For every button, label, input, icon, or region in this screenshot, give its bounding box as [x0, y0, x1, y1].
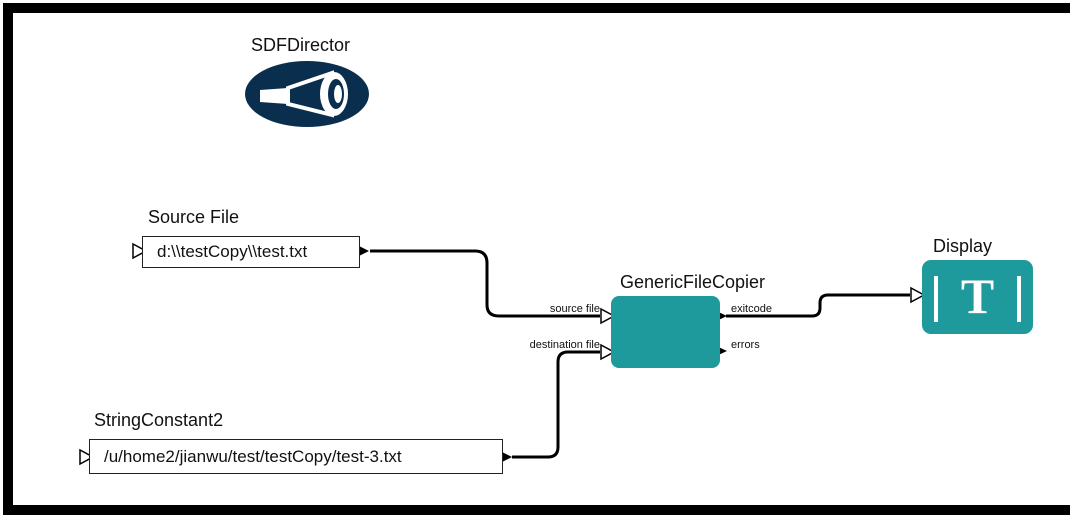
string-constant-trigger-port[interactable] [79, 448, 95, 466]
wire-source-to-copier[interactable] [370, 249, 600, 318]
source-file-trigger-port[interactable] [132, 242, 148, 260]
generic-file-copier-actor[interactable] [611, 296, 720, 368]
text-display-icon[interactable]: T [922, 260, 1033, 334]
port-label-destination-file: destination file [529, 339, 600, 351]
port-label-source-file: source file [549, 303, 600, 315]
source-file-value: d:\\testCopy\\test.txt [157, 242, 308, 261]
source-file-input-port[interactable] [600, 307, 616, 325]
wire-constant-to-copier[interactable] [512, 350, 600, 459]
destination-file-input-port[interactable] [600, 343, 616, 361]
megaphone-icon[interactable] [244, 60, 370, 128]
director-title: SDFDirector [251, 35, 351, 55]
wire-exitcode-to-display[interactable] [726, 293, 910, 318]
display-title: Display [933, 236, 993, 256]
display-left-bar [934, 276, 938, 322]
port-label-errors: errors [731, 339, 760, 351]
string-constant-title: StringConstant2 [94, 410, 224, 430]
string-constant-value-box[interactable]: /u/home2/jianwu/test/testCopy/test-3.txt [89, 439, 503, 474]
display-right-bar [1017, 276, 1021, 322]
source-file-value-box[interactable]: d:\\testCopy\\test.txt [142, 236, 360, 268]
source-file-title: Source File [148, 207, 240, 227]
port-label-exitcode: exitcode [731, 303, 772, 315]
copier-title: GenericFileCopier [620, 272, 766, 292]
display-glyph: T [960, 268, 995, 324]
display-input-port[interactable] [910, 286, 926, 304]
string-constant-value: /u/home2/jianwu/test/testCopy/test-3.txt [104, 447, 402, 466]
